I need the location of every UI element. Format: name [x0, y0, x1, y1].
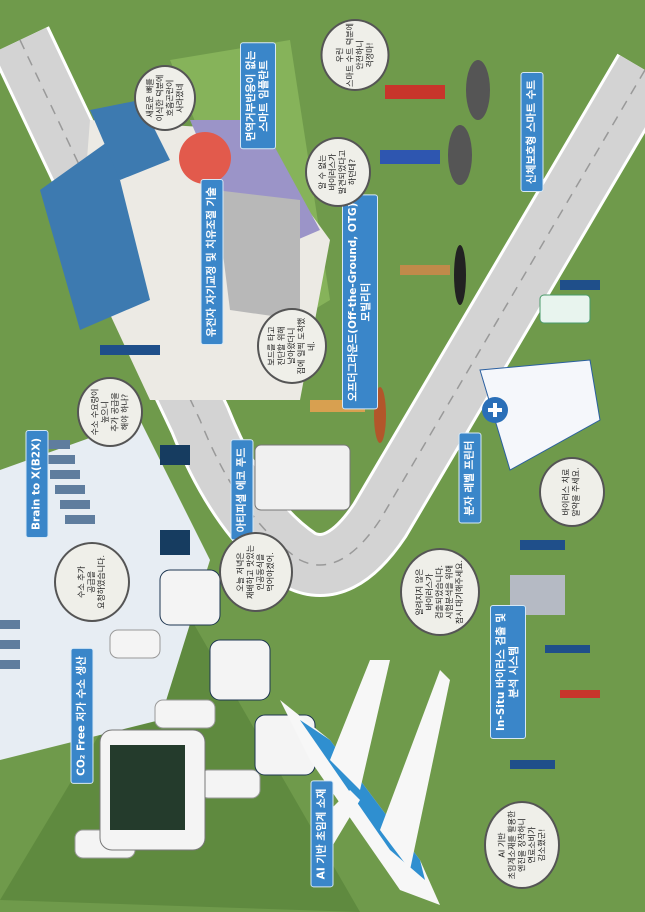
hydrogen-chargers [74, 629, 261, 859]
bubble-text: 새로운 뼈를 이식한 덕분에 호흡곤란이 사라졌네 [144, 74, 184, 122]
label-molecular-printer: 분자 레벨 프린터 [458, 432, 482, 524]
label-gene-correction: 유전자 자기교정 및 치유조절 기술 [200, 179, 224, 345]
solar-panels [0, 440, 95, 669]
label-text: In-Situ 바이러스 검출 및 분석 시스템 [495, 613, 520, 731]
road-lane [19, 39, 645, 566]
bubble-text: 우린 스마트 수트 덕분에 안전하니 걱정마! [335, 23, 374, 87]
speech-bubble-h2-request: 수소 추가 공급을 요청하였습니다. [54, 542, 130, 622]
speech-bubble-engine: AI 기반 초임계소재를 활용한 엔진을 장착하니 연료소비가 감소했군! [484, 801, 560, 889]
cross [488, 403, 502, 417]
solar-roof [40, 140, 150, 330]
kitchen-floor [215, 190, 300, 320]
label-insitu-virus: In-Situ 바이러스 검출 및 분석 시스템 [490, 605, 526, 739]
label-text: 면역거부반응이 없는 스마트 임플란트 [245, 50, 270, 142]
label-smart-implant: 면역거부반응이 없는 스마트 임플란트 [240, 42, 276, 150]
bubble-text: 수소 수요량이 높으니 추가 공급을 해야 하나? [89, 388, 129, 436]
bubble-text: 수소 추가 공급을 요청하였습니다. [77, 554, 106, 610]
window [160, 445, 190, 465]
window [160, 530, 190, 555]
bean-bag [179, 132, 231, 184]
hoverboard [454, 245, 466, 305]
airplane [280, 660, 450, 905]
label-text: 오프더그라운드(Off-the-Ground, OTG) 모빌리티 [347, 202, 372, 402]
label-hydrogen: CO₂ Free 저가 수소 생산 [70, 648, 94, 784]
label-ai-material: AI 기반 초임계 소재 [310, 780, 334, 888]
speech-bubble-virus-rumor: 알 수 없는 바이러스가 발견되었다고 하던데? [305, 137, 371, 207]
bubble-text: 오늘 저녁은 재배하고 맛있는 인공동식을 먹어야겠어. [236, 544, 275, 600]
label-otg-mobility: 오프더그라운드(Off-the-Ground, OTG) 모빌리티 [342, 194, 378, 410]
bubble-text: 바이러스 치료 알약을 주세요. [562, 467, 581, 517]
bubble-text: 알려지지 않은 바이러스가 검출되었습니다. 시험분석을 위해 잠시 대기해주세… [415, 560, 464, 624]
hoverboard [448, 125, 472, 185]
speech-bubble-board: 보드를 타고 진단할 위해 날아왔더니 집에 일찍 도착했네. [257, 308, 327, 384]
label-eco-food: 아티피셜 에코 푸드 [230, 439, 254, 541]
speech-bubble-bone: 새로운 뼈를 이식한 덕분에 호흡곤란이 사라졌네 [134, 65, 196, 131]
label-smart-suit: 신체보호형 스마트 수트 [520, 72, 544, 192]
speech-bubble-detected: 알려지지 않은 바이러스가 검출되었습니다. 시험분석을 위해 잠시 대기해주세… [400, 548, 480, 636]
autonomous-vehicles [99, 569, 316, 851]
molecular-printer [479, 359, 601, 471]
label-b2x: Brain to X(B2X) [25, 430, 49, 538]
people [100, 85, 600, 769]
hoverboard [466, 60, 490, 120]
speech-bubble-food: 오늘 저녁은 재배하고 맛있는 인공동식을 먹어야겠어. [219, 532, 293, 612]
food-display [254, 444, 351, 511]
speech-bubble-h2-demand: 수소 수요량이 높으니 추가 공급을 해야 하나? [77, 377, 143, 447]
bubble-text: AI 기반 초임계소재를 활용한 엔진을 장착하니 연료소비가 감소했군! [496, 810, 546, 880]
sign [539, 294, 591, 324]
bubble-text: 보드를 타고 진단할 위해 날아왔더니 집에 일찍 도착했네. [267, 317, 316, 375]
speech-bubble-pill: 바이러스 치료 알약을 주세요. [539, 457, 605, 527]
speech-bubble-suit: 우린 스마트 수트 덕분에 안전하니 걱정마! [320, 19, 390, 91]
bubble-text: 알 수 없는 바이러스가 발견되었다고 하던데? [317, 149, 357, 195]
